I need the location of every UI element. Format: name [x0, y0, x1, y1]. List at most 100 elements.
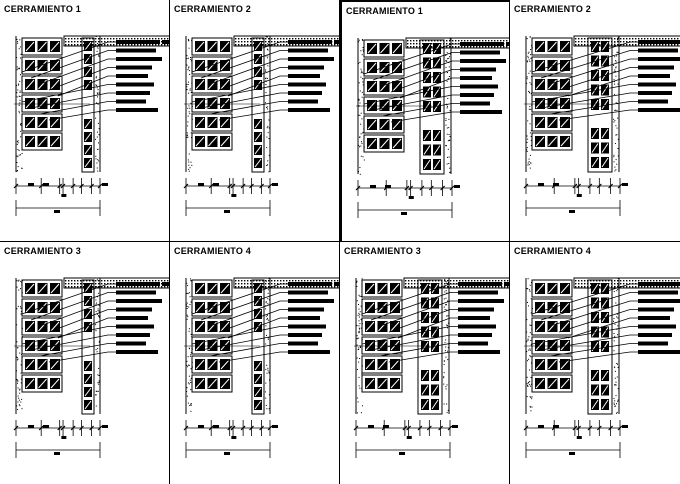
dimension-text: [576, 436, 582, 439]
annotation-label-bar: [116, 333, 150, 337]
wall-section-drawing: [183, 277, 339, 458]
annotation-label-bar: [460, 76, 492, 80]
annotation-label-bar: [288, 299, 334, 303]
dimension-text: [213, 183, 219, 186]
annotation-label-bar: [460, 101, 490, 106]
annotation-label-bar: [288, 282, 332, 286]
brick-block: [191, 37, 233, 151]
annotation-label-bar: [116, 48, 156, 53]
plaster-stipple: [613, 278, 619, 414]
inner-leaf: [81, 37, 95, 173]
annotation-label-bar: [288, 350, 330, 354]
panel-title: CERRAMIENTO 1: [346, 6, 423, 16]
panel-title: CERRAMIENTO 2: [514, 4, 591, 14]
annotation-label-bar: [458, 333, 492, 337]
dimension-text: [370, 185, 376, 188]
plaster-stipple: [95, 36, 100, 172]
dimension-text: [28, 425, 34, 428]
annotation-label-bar: [638, 74, 670, 78]
annotation-label-bar: [116, 82, 154, 87]
inner-leaf: [419, 39, 445, 175]
annotation-label-bar: [638, 82, 676, 87]
plaster-stipple: [95, 279, 100, 407]
annotation-label-bar: [116, 99, 146, 104]
annotation-label-bar: [116, 299, 162, 303]
dimension-text: [569, 210, 575, 213]
annotation-label-bar: [638, 316, 670, 320]
annotation-label-bar: [638, 290, 678, 295]
dimension-text: [383, 425, 389, 428]
annotation-label-bar: [458, 324, 496, 329]
dimension-text: [61, 436, 67, 439]
dimension-text: [61, 194, 67, 197]
dimension-text: [43, 425, 49, 428]
annotation-label-bar: [638, 333, 672, 337]
annotation-label-bar: [638, 99, 668, 104]
annotation-label-bar: [288, 99, 318, 104]
annotation-label-bar: [288, 316, 320, 320]
annotation-label-bar: [116, 290, 156, 295]
annotation-label-bar: [288, 341, 318, 346]
annotation-leaders: [361, 282, 509, 363]
annotation-label-bar: [458, 341, 488, 346]
inner-leaf: [251, 37, 265, 173]
dimension-lines: [355, 180, 460, 218]
brick-block: [21, 279, 63, 393]
panel-title: CERRAMIENTO 3: [4, 246, 81, 256]
annotation-label-bar: [116, 307, 152, 312]
brick-block: [21, 37, 63, 151]
annotation-label-bar: [460, 93, 494, 97]
brick-block: [191, 279, 233, 393]
dimension-lines: [523, 178, 628, 216]
dimension-text: [538, 425, 544, 428]
dimension-text: [553, 183, 559, 186]
dimension-text: [368, 425, 374, 428]
dimension-text: [43, 183, 49, 186]
detail-panel: CERRAMIENTO 1: [340, 0, 510, 242]
dimension-lines: [13, 178, 108, 216]
annotation-label-bar: [458, 307, 494, 312]
annotation-label-bar: [116, 57, 162, 61]
dimension-text: [622, 183, 628, 186]
dimension-text: [198, 425, 204, 428]
annotation-label-bar: [288, 324, 326, 329]
dimension-text: [385, 185, 391, 188]
annotation-label-bar: [638, 307, 674, 312]
dimension-text: [231, 194, 237, 197]
brick-block: [531, 37, 573, 151]
inner-leaf: [81, 279, 95, 415]
brick-block: [531, 279, 573, 393]
plaster-stipple: [613, 37, 619, 172]
annotation-label-bar: [288, 40, 332, 44]
dimension-text: [408, 196, 414, 199]
annotation-label-bar: [116, 108, 158, 112]
dimension-text: [452, 425, 458, 428]
annotation-label-bar: [638, 282, 680, 286]
annotation-label-bar: [288, 74, 320, 78]
detail-panel: CERRAMIENTO 4: [510, 242, 680, 484]
annotation-leaders: [191, 40, 339, 121]
detail-panel: CERRAMIENTO 2: [510, 0, 680, 242]
annotation-leaders: [21, 282, 169, 363]
wall-section-drawing: [183, 35, 339, 216]
dimension-lines: [353, 420, 458, 458]
annotation-label-bar: [638, 91, 672, 95]
annotation-label-bar: [460, 110, 502, 114]
dimension-text: [213, 425, 219, 428]
dimension-text: [622, 425, 628, 428]
annotation-label-bar: [638, 57, 680, 61]
annotation-label-bar: [288, 307, 324, 312]
dimension-text: [272, 183, 278, 186]
dimension-lines: [523, 420, 628, 458]
annotation-label-bar: [458, 299, 504, 303]
annotation-leaders: [363, 42, 509, 123]
detail-panel: CERRAMIENTO 3: [0, 242, 170, 484]
wall-section-drawing: [13, 35, 169, 216]
annotation-label-bar: [116, 40, 160, 44]
dimension-text: [553, 425, 559, 428]
detail-panel: CERRAMIENTO 3: [340, 242, 510, 484]
plaster-stipple: [445, 38, 451, 173]
annotation-label-bar: [458, 316, 490, 320]
wall-section-drawing: [353, 277, 509, 458]
wall-section-drawing: [523, 35, 680, 216]
